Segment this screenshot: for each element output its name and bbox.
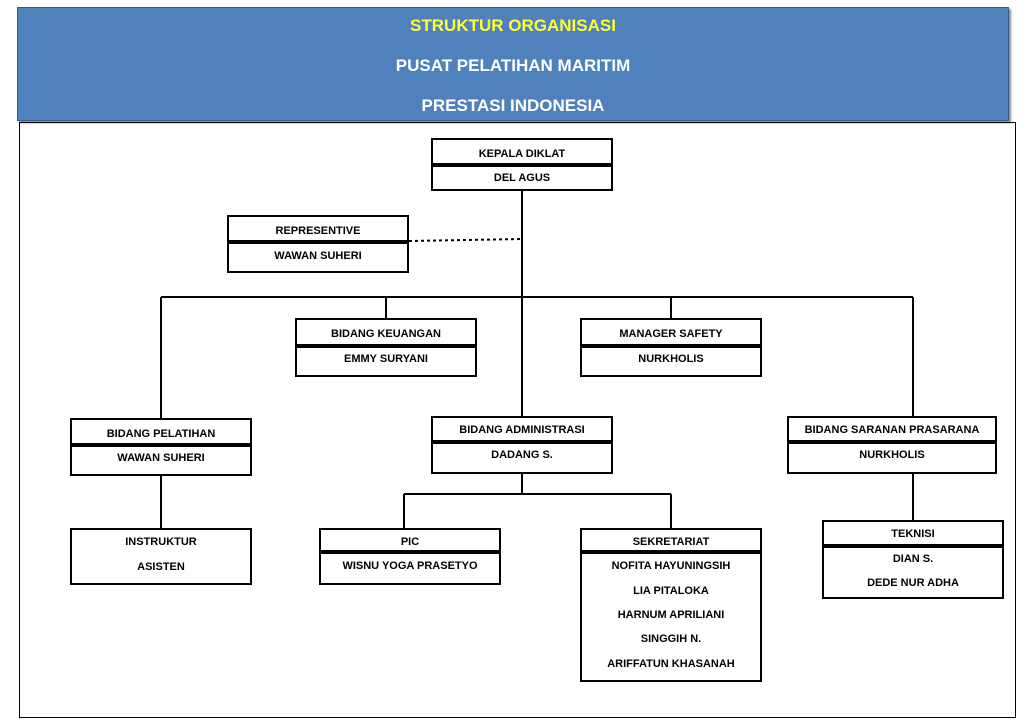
node-person: WAWAN SUHERI — [274, 250, 362, 262]
node-person: HARNUM APRILIANI — [617, 609, 725, 621]
chart-frame — [19, 122, 1016, 718]
divider — [431, 440, 613, 444]
node-sekretariat: SEKRETARIAT NOFITA HAYUNINGSIH LIA PITAL… — [580, 528, 762, 682]
node-bidang-sarana-prasarana: BIDANG SARANAN PRASARANA NURKHOLIS — [787, 416, 997, 474]
organization-name: PUSAT PELATIHAN MARITIM — [395, 56, 631, 75]
node-role: KEPALA DIKLAT — [478, 148, 566, 160]
node-bidang-administrasi: BIDANG ADMINISTRASI DADANG S. — [431, 416, 613, 474]
node-person: NURKHOLIS — [638, 353, 704, 365]
divider — [227, 240, 409, 244]
node-pic: PIC WISNU YOGA PRASETYO — [319, 528, 501, 585]
divider — [70, 443, 252, 447]
node-role: TEKNISI — [891, 528, 935, 540]
node-role: REPRESENTIVE — [275, 225, 361, 237]
node-role: PIC — [400, 536, 420, 548]
node-person: LIA PITALOKA — [633, 585, 709, 597]
node-person: NURKHOLIS — [859, 449, 925, 461]
node-role: SEKRETARIAT — [632, 536, 710, 548]
node-person: DIAN S. — [892, 553, 934, 565]
node-manager-safety: MANAGER SAFETY NURKHOLIS — [580, 318, 762, 377]
node-role: INSTRUKTUR — [125, 536, 197, 548]
connector-representive-dotted — [408, 238, 523, 242]
divider — [295, 344, 477, 348]
node-role: MANAGER SAFETY — [619, 328, 723, 340]
node-role: BIDANG KEUANGAN — [331, 328, 441, 340]
divider — [431, 163, 613, 167]
divider — [580, 344, 762, 348]
node-person: DEL AGUS — [493, 172, 551, 184]
node-person: DADANG S. — [491, 449, 553, 461]
node-person: NOFITA HAYUNINGSIH — [611, 560, 731, 572]
chart-title: STRUKTUR ORGANISASI — [410, 16, 616, 35]
node-bidang-keuangan: BIDANG KEUANGAN EMMY SURYANI — [295, 318, 477, 377]
node-role: ASISTEN — [137, 561, 185, 573]
node-teknisi: TEKNISI DIAN S. DEDE NUR ADHA — [822, 520, 1004, 599]
node-person: SINGGIH N. — [640, 633, 702, 645]
divider — [580, 550, 762, 554]
node-bidang-pelatihan: BIDANG PELATIHAN WAWAN SUHERI — [70, 418, 252, 476]
node-role: BIDANG SARANAN PRASARANA — [804, 424, 980, 436]
node-person: WISNU YOGA PRASETYO — [342, 560, 478, 572]
node-representive: REPRESENTIVE WAWAN SUHERI — [227, 215, 409, 273]
node-role: BIDANG ADMINISTRASI — [459, 424, 585, 436]
node-instruktur-asisten: INSTRUKTUR ASISTEN — [70, 528, 252, 585]
title-banner: STRUKTUR ORGANISASI PUSAT PELATIHAN MARI… — [17, 7, 1009, 121]
organization-subname: PRESTASI INDONESIA — [421, 96, 605, 115]
node-person: WAWAN SUHERI — [117, 452, 205, 464]
node-person: EMMY SURYANI — [344, 353, 428, 365]
node-kepala-diklat: KEPALA DIKLAT DEL AGUS — [431, 138, 613, 191]
divider — [787, 440, 997, 444]
node-person: DEDE NUR ADHA — [867, 577, 959, 589]
node-role: BIDANG PELATIHAN — [106, 428, 216, 440]
divider — [822, 544, 1004, 548]
divider — [319, 550, 501, 554]
node-person: ARIFFATUN KHASANAH — [607, 658, 735, 670]
